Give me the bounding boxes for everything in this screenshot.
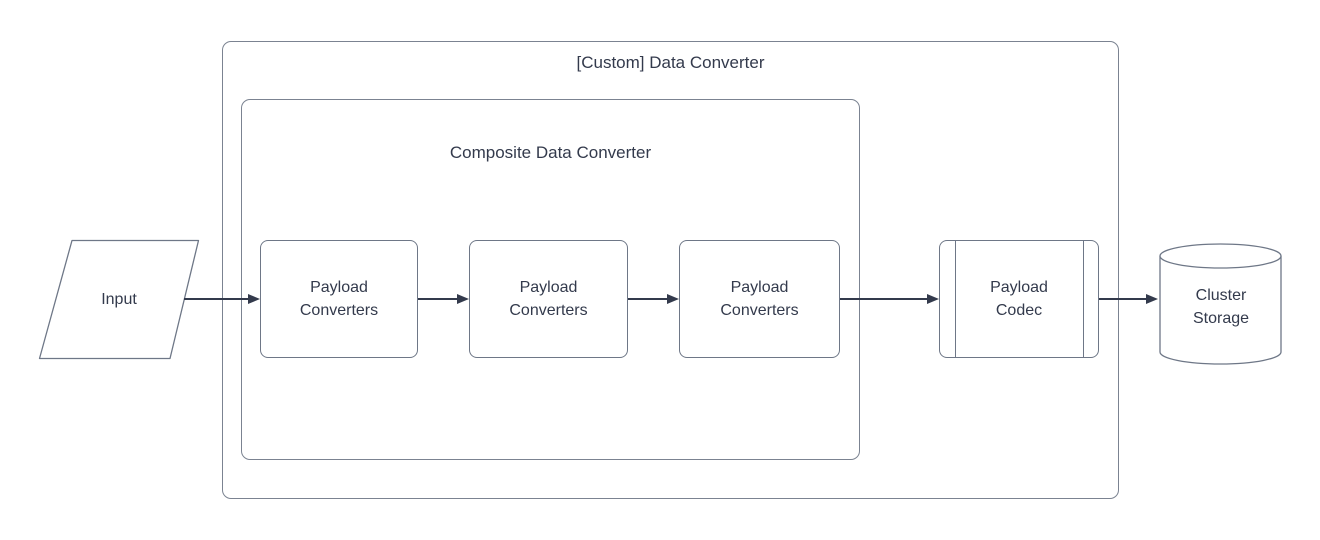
arrowhead-icon xyxy=(667,294,679,304)
node-payload-converter-2: Payload Converters xyxy=(469,240,628,358)
container-custom-data-converter-title: [Custom] Data Converter xyxy=(576,53,765,72)
node-payload-codec: Payload Codec xyxy=(939,240,1099,358)
node-payload-codec-label: Payload Codec xyxy=(990,279,1048,319)
input-parallelogram-outline xyxy=(38,239,200,360)
input-parallelogram-shape xyxy=(38,239,200,360)
arrowhead-icon xyxy=(927,294,939,304)
arrow-converter2-to-converter3 xyxy=(628,294,679,304)
arrow-converter1-to-converter2 xyxy=(418,294,469,304)
node-payload-converter-2-label: Payload Converters xyxy=(509,279,588,319)
arrow-line xyxy=(184,298,249,300)
cylinder-body xyxy=(1159,256,1282,365)
arrow-input-to-converter1 xyxy=(184,294,260,304)
arrow-line xyxy=(1099,298,1147,300)
arrowhead-icon xyxy=(457,294,469,304)
node-cluster-storage: Cluster Storage xyxy=(1158,252,1284,362)
arrowhead-icon xyxy=(1146,294,1158,304)
arrow-converter3-to-codec xyxy=(840,294,939,304)
node-payload-converter-1-label: Payload Converters xyxy=(299,279,379,319)
node-payload-converter-1: Payload Converters xyxy=(260,240,418,358)
node-input-label: Input xyxy=(101,290,137,308)
arrow-line xyxy=(840,298,928,300)
cluster-storage-cylinder-shape xyxy=(1159,243,1282,365)
arrow-line xyxy=(418,298,458,300)
arrow-codec-to-storage xyxy=(1099,294,1158,304)
container-custom-data-converter xyxy=(222,41,1119,499)
container-composite-data-converter xyxy=(241,99,860,460)
cylinder-top xyxy=(1159,243,1282,269)
node-cluster-storage-label: Cluster Storage xyxy=(1192,287,1250,327)
node-input: Input xyxy=(38,240,200,358)
process-shape-right-bar xyxy=(1083,241,1084,357)
process-shape-left-bar xyxy=(955,241,956,357)
container-composite-data-converter-title: Composite Data Converter xyxy=(449,143,652,162)
arrowhead-icon xyxy=(248,294,260,304)
node-payload-converter-3-label: Payload Converters xyxy=(720,279,799,319)
node-payload-converter-3: Payload Converters xyxy=(679,240,840,358)
arrow-line xyxy=(628,298,668,300)
